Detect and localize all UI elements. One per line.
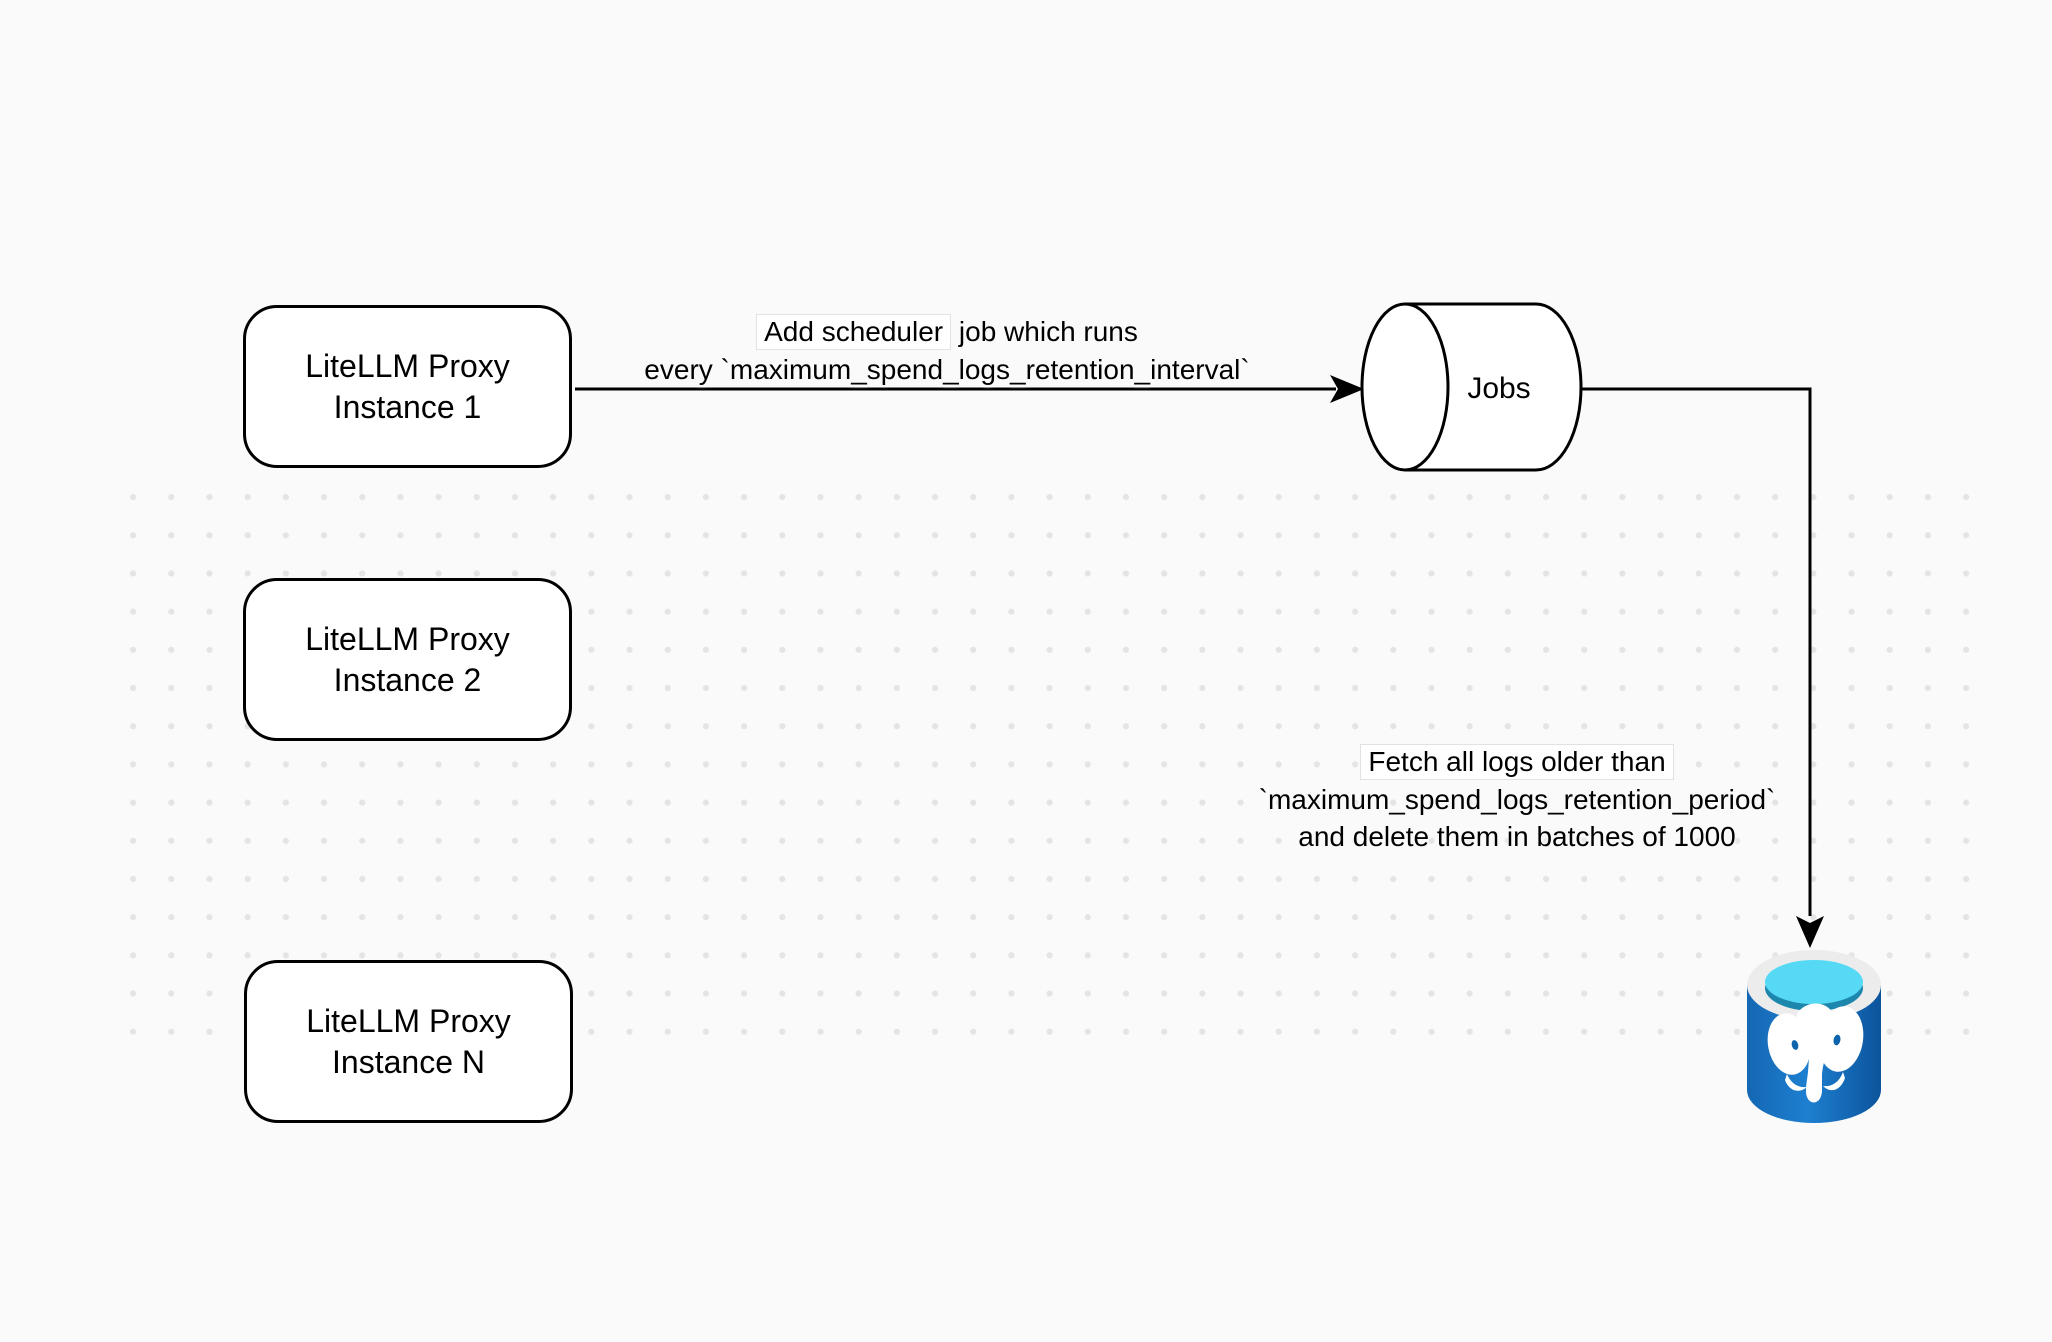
annotation-line: Add scheduler job which runs: [572, 313, 1322, 351]
jobs-queue-label: Jobs: [1467, 372, 1531, 405]
node-label-line: Instance 1: [333, 388, 482, 425]
arrow-fetch-delete: [1581, 387, 1824, 948]
annotation-line: `maximum_spend_logs_retention_period`: [1258, 783, 1776, 815]
node-label-line: LiteLLM Proxy: [306, 1002, 511, 1039]
annotation-highlight: Fetch all logs older than: [1360, 744, 1674, 780]
annotation-fetch-delete: Fetch all logs older than `maximum_spend…: [1217, 743, 1817, 856]
annotation-scheduler-job: Add scheduler job which runs every `maxi…: [572, 313, 1322, 388]
node-litellm-proxy-instance-2: LiteLLM Proxy Instance 2: [243, 578, 572, 741]
annotation-line: every `maximum_spend_logs_retention_inte…: [644, 353, 1250, 385]
postgres-elephant-glyph: [1767, 1003, 1864, 1103]
annotation-line: and delete them in batches of 1000: [1298, 821, 1736, 852]
node-label-line: Instance N: [332, 1043, 485, 1080]
node-litellm-proxy-instance-1: LiteLLM Proxy Instance 1: [243, 305, 572, 468]
node-label-line: LiteLLM Proxy: [305, 347, 510, 384]
node-label-line: LiteLLM Proxy: [305, 620, 510, 657]
node-label-line: Instance 2: [333, 661, 482, 698]
jobs-queue-shape: [1360, 302, 1583, 472]
annotation-highlight: Add scheduler: [756, 314, 952, 350]
node-litellm-proxy-instance-n: LiteLLM Proxy Instance N: [244, 960, 573, 1123]
postgresql-icon: [1747, 950, 1881, 1123]
annotation-line: Fetch all logs older than: [1217, 743, 1817, 781]
arrow-scheduler-job: [575, 375, 1364, 403]
